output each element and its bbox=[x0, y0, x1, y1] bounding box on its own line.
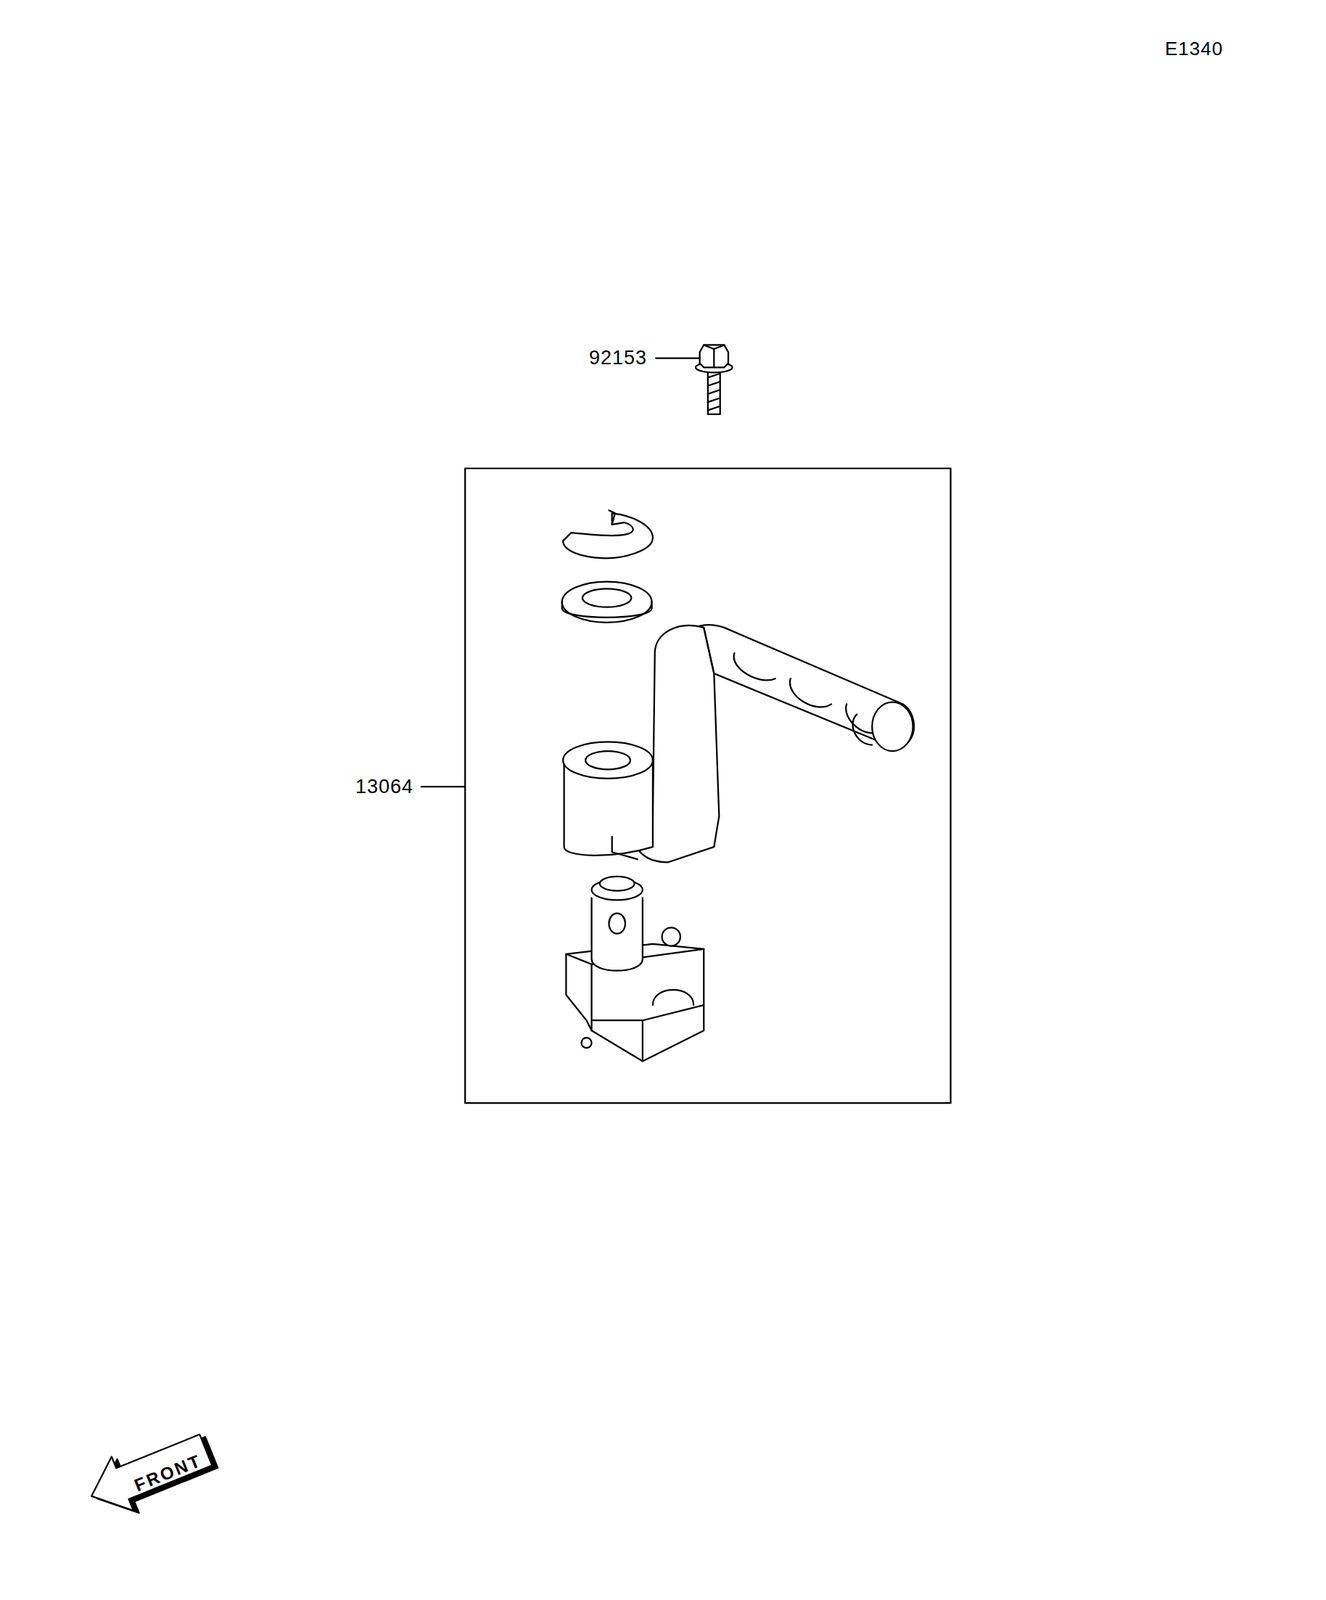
leader-line bbox=[421, 785, 465, 788]
kit-box bbox=[464, 468, 951, 1104]
bolt bbox=[655, 344, 732, 415]
callout-number: 13064 bbox=[355, 776, 414, 797]
page-code: E1340 bbox=[1164, 39, 1223, 59]
callout-number: 92153 bbox=[589, 348, 648, 368]
